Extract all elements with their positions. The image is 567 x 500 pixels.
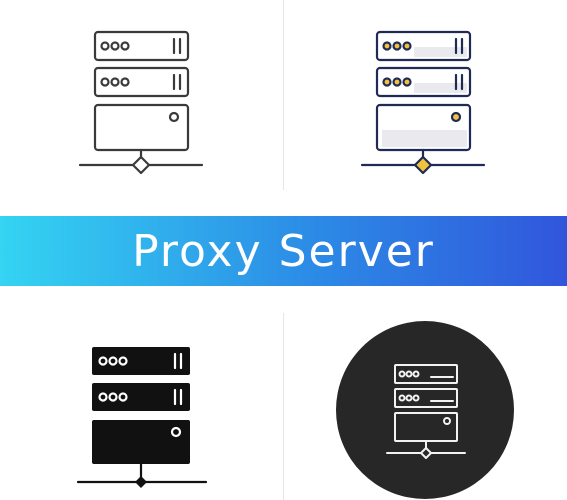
vertical-divider-top [283, 0, 284, 190]
banner-title: Proxy Server [132, 225, 435, 277]
title-banner: Proxy Server [0, 216, 567, 286]
server-network-outline-icon [78, 30, 204, 175]
server-network-glyph-icon [76, 347, 208, 488]
server-network-color-icon [360, 30, 486, 175]
vertical-divider-bottom [283, 313, 284, 500]
server-network-chalk-icon [336, 321, 514, 499]
